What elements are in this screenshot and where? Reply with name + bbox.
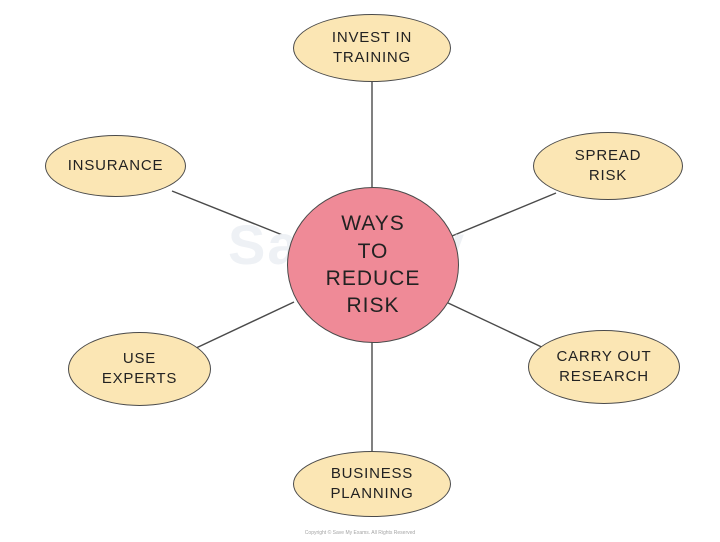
node-label: BUSINESS PLANNING bbox=[330, 464, 414, 502]
node-spread-risk: SPREAD RISK bbox=[533, 132, 683, 200]
connector-spread bbox=[451, 192, 557, 237]
node-label: CARRY OUT RESEARCH bbox=[556, 347, 652, 385]
node-carry-out-research: CARRY OUT RESEARCH bbox=[528, 330, 680, 404]
node-label: INSURANCE bbox=[67, 156, 164, 174]
connector-insurance bbox=[171, 190, 291, 239]
center-node-label: WAYS TO REDUCE RISK bbox=[325, 212, 421, 318]
node-label: INVEST IN TRAINING bbox=[331, 28, 413, 66]
connector-research bbox=[445, 301, 549, 351]
node-invest-in-training: INVEST IN TRAINING bbox=[293, 14, 451, 82]
center-node: WAYS TO REDUCE RISK bbox=[287, 187, 459, 343]
node-business-planning: BUSINESS PLANNING bbox=[293, 451, 451, 517]
connector-experts bbox=[193, 301, 295, 350]
node-insurance: INSURANCE bbox=[45, 135, 186, 197]
node-use-experts: USE EXPERTS bbox=[68, 332, 211, 406]
copyright-text: Copyright © Save My Exams. All Rights Re… bbox=[304, 530, 416, 536]
node-label: USE EXPERTS bbox=[101, 349, 178, 387]
node-label: SPREAD RISK bbox=[574, 146, 642, 184]
